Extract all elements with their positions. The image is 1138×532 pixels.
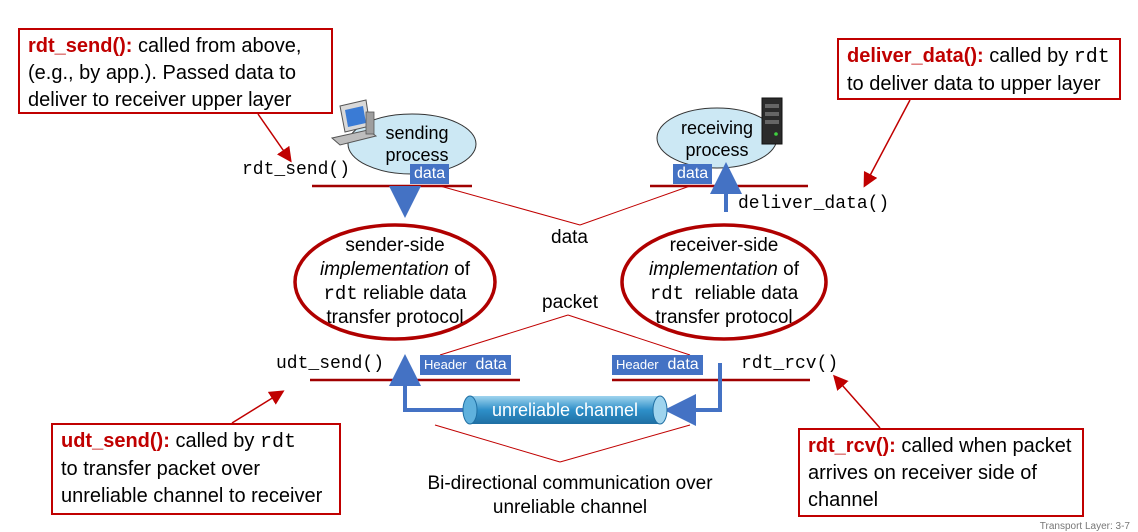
packet-connector-right	[567, 314, 691, 356]
receiver-impl-line-4: transfer protocol	[655, 307, 793, 328]
rdt-send-pointer	[257, 113, 292, 163]
sender-impl-line-3b: reliable data	[357, 283, 467, 304]
bidir-connector-left	[434, 424, 561, 463]
receiver-impl-line-2a: implementation	[649, 259, 778, 280]
receiver-impl-line-3b: reliable data	[684, 283, 799, 304]
receiving-process-text: receiving process	[662, 117, 772, 161]
sender-packet-data-label: data	[475, 356, 507, 373]
udt-send-desc-2: to transfer packet over	[61, 458, 260, 480]
rdt-rcv-desc-1: called when packet	[895, 435, 1072, 457]
sender-impl-line-2b: of	[448, 259, 470, 280]
bidir-label: Bi-directional communication over unreli…	[420, 472, 720, 520]
deliver-data-desc-2: to deliver data to upper layer	[847, 73, 1101, 95]
udt-send-callout: udt_send(): called by rdt to transfer pa…	[51, 423, 341, 515]
deliver-data-desc-1a: called by	[983, 45, 1074, 67]
rdt-send-callout: rdt_send(): called from above, (e.g., by…	[18, 28, 333, 114]
udt-send-desc-1b: rdt	[259, 431, 296, 454]
deliver-data-pointer	[863, 99, 911, 188]
receiver-impl-line-3a: rdt	[649, 283, 685, 305]
receiver-data-tag: data	[673, 164, 713, 184]
rdt-send-desc-2: (e.g., by app.). Passed data to	[28, 62, 296, 84]
receiver-channel-path	[664, 363, 722, 426]
rdt-rcv-pointer	[833, 374, 881, 429]
data-label: data	[551, 227, 588, 248]
rdt-send-label: rdt_send()	[242, 160, 351, 180]
rdt-send-desc-1: called from above,	[132, 35, 302, 57]
udt-send-label: udt_send()	[276, 354, 385, 374]
sender-impl-text: sender-side implementation of rdt reliab…	[300, 234, 490, 330]
udt-send-func: udt_send():	[61, 430, 170, 452]
rdt-send-func: rdt_send():	[28, 35, 133, 57]
sender-impl-line-1: sender-side	[345, 235, 445, 256]
unreliable-channel-pipe	[462, 395, 668, 425]
receiving-process-line-1: receiving	[680, 118, 754, 138]
bidir-connector-right	[559, 424, 691, 463]
receiver-header-label: Header	[616, 357, 659, 372]
sender-header-label: Header	[424, 357, 467, 372]
bidir-line-2: unreliable channel	[492, 497, 648, 518]
rdt-rcv-callout: rdt_rcv(): called when packet arrives on…	[798, 428, 1084, 517]
udt-send-pointer	[231, 390, 285, 424]
deliver-data-desc-1b: rdt	[1073, 46, 1110, 69]
receiver-impl-ellipse	[620, 223, 828, 341]
rdt-rcv-label: rdt_rcv()	[741, 354, 839, 374]
udt-send-desc-1a: called by	[169, 430, 260, 452]
computer-icon	[330, 99, 378, 146]
sending-process-text: sending process	[362, 122, 472, 166]
packet-connector-left	[439, 314, 569, 356]
sending-process-line-1: sending	[385, 123, 449, 143]
server-icon	[761, 97, 783, 145]
sender-impl-line-3a: rdt	[323, 283, 358, 305]
bidir-line-1: Bi-directional communication over	[427, 473, 713, 494]
rdt-rcv-desc-3: channel	[808, 489, 879, 511]
packet-label: packet	[542, 292, 598, 313]
channel-label: unreliable channel	[491, 400, 639, 420]
sender-impl-ellipse	[293, 223, 497, 341]
receiver-packet-data-label: data	[667, 356, 699, 373]
footer-label: Transport Layer: 3-7	[1039, 521, 1130, 532]
rdt-rcv-desc-2: arrives on receiver side of	[808, 462, 1037, 484]
sender-channel-path	[389, 354, 465, 412]
sender-packet-tag: Header data	[420, 355, 511, 375]
sender-data-tag: data	[410, 164, 450, 184]
deliver-data-callout: deliver_data(): called by rdt to deliver…	[837, 38, 1121, 100]
sender-impl-line-4: transfer protocol	[326, 307, 464, 328]
sending-process-line-2: process	[385, 145, 449, 165]
receiver-impl-line-2b: of	[777, 259, 799, 280]
deliver-data-func: deliver_data():	[847, 45, 984, 67]
udt-send-desc-3: unreliable channel to receiver	[61, 485, 323, 507]
rdt-send-desc-3: deliver to receiver upper layer	[28, 89, 292, 111]
data-connector-left	[439, 185, 581, 226]
receiver-impl-line-1: receiver-side	[669, 235, 779, 256]
receiving-process-line-2: process	[685, 140, 749, 160]
data-connector-right	[579, 185, 691, 226]
sender-impl-line-2a: implementation	[320, 259, 449, 280]
deliver-data-label: deliver_data()	[738, 194, 890, 214]
receiver-packet-tag: Header data	[612, 355, 703, 375]
rdt-rcv-func: rdt_rcv():	[808, 435, 896, 457]
receiver-impl-text: receiver-side implementation of rdt reli…	[629, 234, 819, 330]
